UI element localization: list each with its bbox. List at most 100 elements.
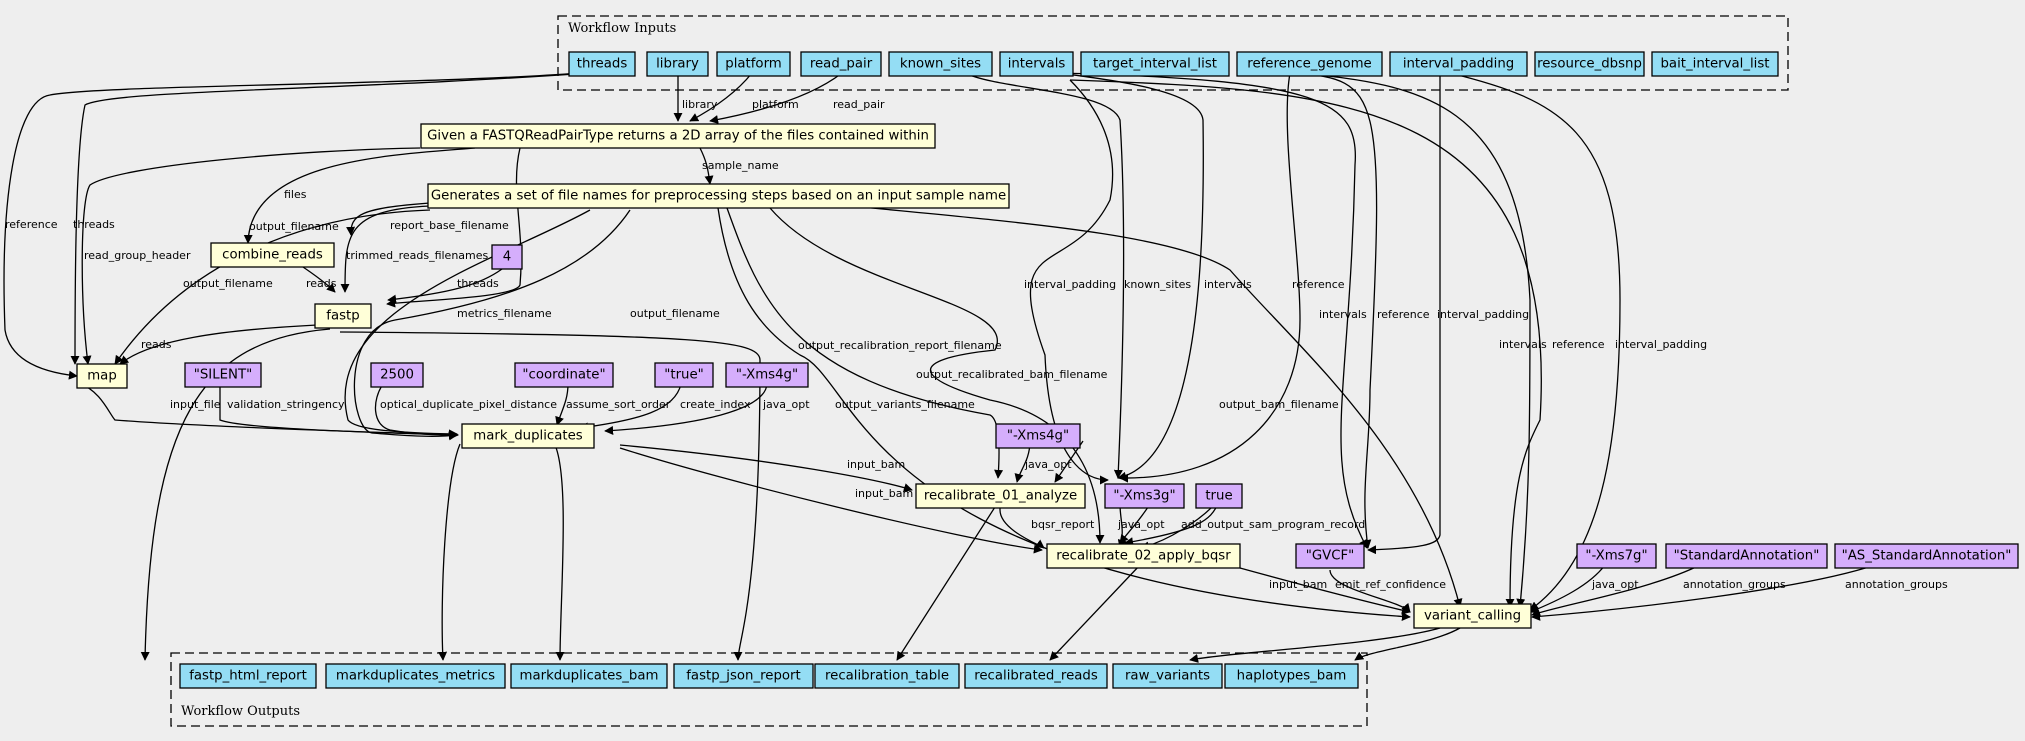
step-recal01-label: recalibrate_01_analyze (924, 489, 1077, 504)
input-target-interval-list[interactable]: target_interval_list (1080, 51, 1230, 77)
const-2500-label: 2500 (380, 368, 414, 383)
workflow-inputs-label: Workflow Inputs (568, 21, 676, 36)
edge-label: annotation_groups (1683, 578, 1786, 591)
edge (1329, 569, 1411, 613)
edge-label: validation_stringency (227, 398, 345, 411)
const-true-bool-label: true (1205, 489, 1232, 504)
output-recalibration-table[interactable]: recalibration_table (814, 663, 960, 689)
input-library[interactable]: library (646, 51, 709, 77)
edge-label: read_pair (833, 98, 885, 111)
edge-label: annotation_groups (1845, 578, 1948, 591)
const-xms7g[interactable]: "-Xms7g" (1576, 543, 1657, 569)
output-recalibrated-reads-label: recalibrated_reads (974, 669, 1098, 684)
workflow-outputs-cluster: Workflow Outputs (170, 652, 1368, 727)
output-recalibration-table-label: recalibration_table (825, 669, 949, 684)
const-gvcf[interactable]: "GVCF" (1295, 543, 1365, 569)
const-xms7g-label: "-Xms7g" (1585, 549, 1647, 564)
output-recalibrated-reads[interactable]: recalibrated_reads (964, 663, 1108, 689)
edge (1119, 72, 1301, 483)
step-fastp-label: fastp (326, 309, 359, 324)
input-target-interval-list-label: target_interval_list (1093, 57, 1217, 72)
input-intervals[interactable]: intervals (999, 51, 1074, 77)
const-xms3g[interactable]: "-Xms3g" (1104, 483, 1185, 509)
input-bait-interval-list[interactable]: bait_interval_list (1651, 51, 1779, 77)
edge (387, 268, 503, 304)
constant-nodes: 4 "SILENT" 2500 "coordinate" "true" "-Xm… (184, 244, 2019, 569)
edge-label: files (284, 188, 307, 201)
edge-label: add_output_sam_program_record (1181, 518, 1365, 531)
input-read-pair[interactable]: read_pair (800, 51, 882, 77)
edge-labels: library platform read_pair sample_name f… (5, 98, 1948, 591)
output-markduplicates-bam[interactable]: markduplicates_bam (510, 663, 668, 689)
edge-label: output_recalibrated_bam_filename (916, 368, 1108, 381)
output-raw-variants-label: raw_variants (1125, 669, 1210, 684)
step-combine-reads[interactable]: combine_reads (210, 242, 335, 268)
edge (619, 444, 913, 492)
workflow-inputs-cluster: Workflow Inputs (557, 15, 1789, 91)
edge (1029, 79, 1114, 485)
const-xms4g-r1-label: "-Xms4g" (1007, 429, 1069, 444)
input-reference-genome[interactable]: reference_genome (1236, 51, 1383, 77)
const-coordinate[interactable]: "coordinate" (514, 362, 614, 388)
step-recal01[interactable]: recalibrate_01_analyze (915, 483, 1086, 509)
const-standard-annotation[interactable]: "StandardAnnotation" (1665, 543, 1828, 569)
input-platform[interactable]: platform (716, 51, 791, 77)
edge-label: threads (73, 218, 115, 231)
edge-label: java_opt (1591, 578, 1639, 591)
input-interval-padding[interactable]: interval_padding (1389, 51, 1528, 77)
const-xms4g-r1[interactable]: "-Xms4g" (995, 423, 1081, 449)
edge (243, 147, 476, 244)
input-nodes: threads library platform read_pair known… (568, 51, 1779, 77)
edge-label: input_bam (847, 458, 905, 471)
edge (769, 207, 1105, 544)
input-platform-label: platform (725, 57, 782, 72)
step-gen-names[interactable]: Generates a set of file names for prepro… (427, 183, 1010, 209)
input-resource-dbsnp[interactable]: resource_dbsnp (1534, 51, 1645, 77)
edge (964, 72, 1125, 479)
input-known-sites[interactable]: known_sites (888, 51, 993, 77)
output-markduplicates-metrics-label: markduplicates_metrics (336, 669, 495, 684)
edge-label: input_bam (1269, 578, 1327, 591)
output-fastp-json-report[interactable]: fastp_json_report (673, 663, 814, 689)
edge-label: emit_ref_confidence (1335, 578, 1446, 591)
output-fastp-html-report[interactable]: fastp_html_report (179, 663, 317, 689)
edge (1367, 73, 1441, 555)
input-library-label: library (656, 57, 699, 72)
edge-label: output_filename (630, 307, 720, 320)
edge-label: assume_sort_order (566, 398, 671, 411)
edge-label: java_opt (1117, 518, 1165, 531)
step-map[interactable]: map (76, 363, 128, 389)
input-reference-genome-label: reference_genome (1247, 57, 1371, 72)
edge-label: output_variants_filename (835, 398, 975, 411)
edge-label: intervals (1499, 338, 1547, 351)
edges (3, 72, 1876, 663)
edge (1124, 503, 1219, 547)
const-threads-4[interactable]: 4 (491, 244, 523, 270)
step-recal02[interactable]: recalibrate_02_apply_bqsr (1046, 543, 1241, 569)
const-2500[interactable]: 2500 (370, 362, 424, 388)
output-raw-variants[interactable]: raw_variants (1112, 663, 1223, 689)
edge (374, 383, 458, 440)
edge-label: reference (1552, 338, 1605, 351)
const-silent[interactable]: "SILENT" (184, 362, 262, 388)
step-fastq-pair[interactable]: Given a FASTQReadPairType returns a 2D a… (420, 123, 936, 149)
edge (140, 328, 331, 661)
step-variant-calling[interactable]: variant_calling (1413, 603, 1532, 629)
step-fastp[interactable]: fastp (314, 303, 372, 329)
const-true-string[interactable]: "true" (654, 362, 714, 388)
edge-label: reads (141, 338, 172, 351)
const-as-standard-annotation[interactable]: "AS_StandardAnnotation" (1834, 543, 2019, 569)
input-known-sites-label: known_sites (900, 57, 981, 72)
step-mark-duplicates[interactable]: mark_duplicates (461, 423, 595, 449)
edge (604, 383, 768, 435)
edge (896, 506, 996, 661)
const-true-bool[interactable]: true (1195, 483, 1243, 509)
output-markduplicates-metrics[interactable]: markduplicates_metrics (325, 663, 506, 689)
const-xms4g-md[interactable]: "-Xms4g" (725, 362, 809, 388)
const-xms4g-md-label: "-Xms4g" (736, 368, 798, 383)
edge (1069, 79, 1542, 608)
input-threads[interactable]: threads (568, 51, 636, 77)
step-recal02-label: recalibrate_02_apply_bqsr (1056, 549, 1231, 564)
output-haplotypes-bam[interactable]: haplotypes_bam (1224, 663, 1359, 689)
